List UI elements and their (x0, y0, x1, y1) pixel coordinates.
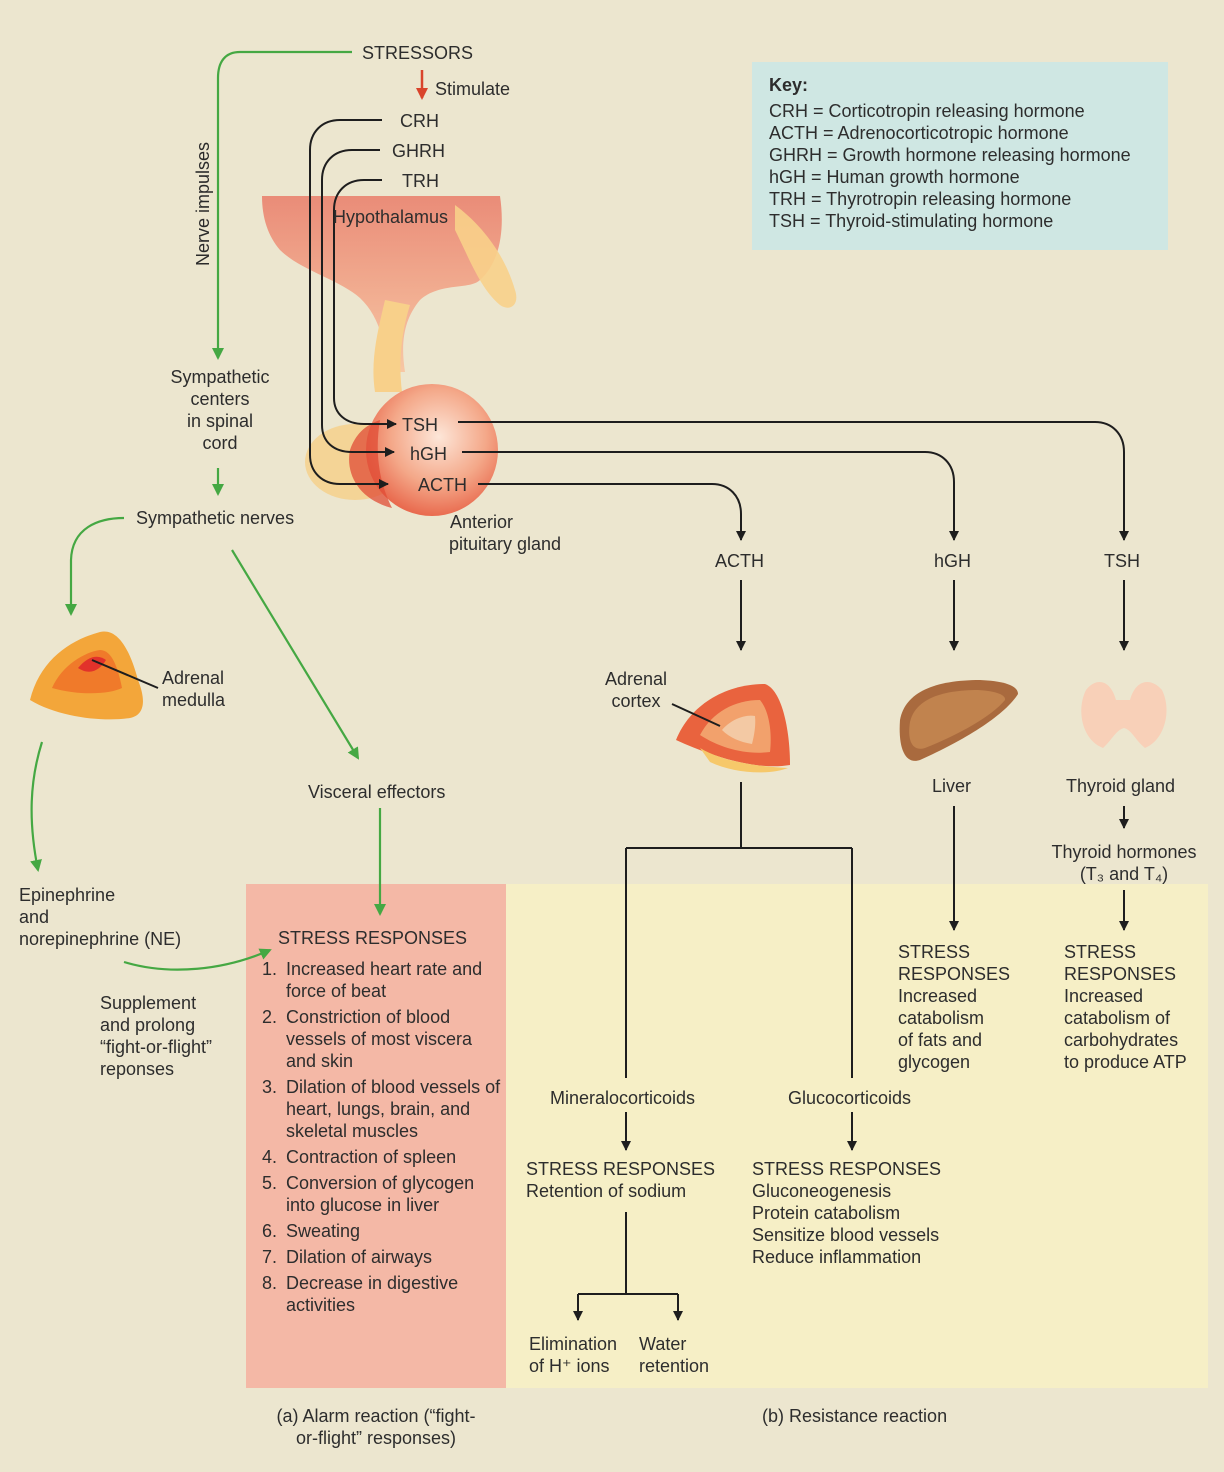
list-item: 7.Dilation of airways (262, 1246, 502, 1268)
water-retention-label: Water retention (639, 1333, 709, 1377)
liver-illustration (900, 680, 1018, 761)
list-item: 2.Constriction of blood vessels of most … (262, 1006, 502, 1072)
list-item: 3.Dilation of blood vessels of heart, lu… (262, 1076, 502, 1142)
thyroid-hormones-label: Thyroid hormones (T₃ and T₄) (1044, 841, 1204, 885)
resistance-caption: (b) Resistance reaction (762, 1405, 947, 1427)
acth-pathway-line (478, 484, 741, 540)
list-item: 1.Increased heart rate and force of beat (262, 958, 502, 1002)
sympathetic-nerves-label: Sympathetic nerves (136, 507, 294, 529)
nerve-impulses-label: Nerve impulses (193, 142, 214, 266)
medulla-to-epinephrine-arrow (32, 742, 42, 870)
ghrh-label: GHRH (392, 140, 445, 162)
list-item: 4.Contraction of spleen (262, 1146, 502, 1168)
hgh-label: hGH (934, 550, 971, 572)
crh-label: CRH (400, 110, 439, 132)
list-item: 6.Sweating (262, 1220, 502, 1242)
hypothalamus-label: Hypothalamus (333, 206, 448, 228)
liver-responses: STRESS RESPONSES Increased catabolism of… (898, 941, 1010, 1073)
adrenal-medulla-label: Adrenal medulla (162, 667, 225, 711)
elimination-label: Elimination of H⁺ ions (529, 1333, 617, 1377)
alarm-caption: (a) Alarm reaction (“fight- or-flight” r… (240, 1405, 512, 1449)
sympathetic-centers-label: Sympathetic centers in spinal cord (158, 366, 282, 454)
tsh-pathway-line (458, 422, 1124, 540)
key-title: Key: (769, 74, 1168, 96)
anterior-label: Anterior (450, 511, 513, 533)
pituitary-hgh-label: hGH (410, 443, 447, 465)
hgh-pathway-line (462, 452, 954, 540)
pituitary-tsh-label: TSH (402, 414, 438, 436)
adrenal-cortex-label: Adrenal cortex (594, 668, 678, 712)
key-entry: TSH = Thyroid-stimulating hormone (769, 210, 1168, 232)
key-entry: ACTH = Adrenocorticotropic hormone (769, 122, 1168, 144)
key-entry: GHRH = Growth hormone releasing hormone (769, 144, 1168, 166)
mineral-responses: STRESS RESPONSES Retention of sodium (526, 1158, 715, 1202)
list-item: 8.Decrease in digestive activities (262, 1272, 502, 1316)
adrenal-cortex-illustration (676, 684, 790, 772)
pituitary-acth-label: ACTH (418, 474, 467, 496)
alarm-responses-title: STRESS RESPONSES (278, 927, 467, 949)
trh-label: TRH (402, 170, 439, 192)
thyroid-illustration (1081, 682, 1166, 748)
liver-label: Liver (932, 775, 971, 797)
tsh-label: TSH (1104, 550, 1140, 572)
thyroid-gland-label: Thyroid gland (1066, 775, 1175, 797)
nerves-to-visceral-arrow (232, 550, 358, 758)
key-entry: hGH = Human growth hormone (769, 166, 1168, 188)
acth-label: ACTH (715, 550, 764, 572)
key-entry: TRH = Thyrotropin releasing hormone (769, 188, 1168, 210)
list-item: 5.Conversion of glycogen into glucose in… (262, 1172, 502, 1216)
mineralocorticoids-label: Mineralocorticoids (550, 1087, 695, 1109)
visceral-effectors-label: Visceral effectors (308, 781, 445, 803)
key-entry: CRH = Corticotropin releasing hormone (769, 100, 1168, 122)
stressors-label: STRESSORS (362, 42, 473, 64)
thyroid-responses: STRESS RESPONSES Increased catabolism of… (1064, 941, 1187, 1073)
stimulate-label: Stimulate (435, 78, 510, 100)
key-box: Key: CRH = Corticotropin releasing hormo… (752, 62, 1168, 250)
gluco-responses: STRESS RESPONSES Gluconeogenesis Protein… (752, 1158, 941, 1268)
glucocorticoids-label: Glucocorticoids (788, 1087, 911, 1109)
nerves-to-medulla-arrow (71, 518, 124, 614)
epinephrine-label: Epinephrine and norepinephrine (NE) (19, 884, 181, 950)
alarm-responses-list: 1.Increased heart rate and force of beat… (262, 958, 502, 1320)
supplement-label: Supplement and prolong “fight-or-flight”… (100, 992, 212, 1080)
pituitary-gland-label: pituitary gland (449, 533, 561, 555)
